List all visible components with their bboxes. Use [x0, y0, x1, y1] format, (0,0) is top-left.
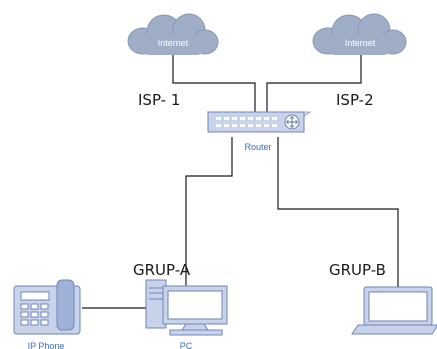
link-cloud-left-router	[172, 55, 256, 112]
ip-phone-label: IP Phone	[28, 341, 65, 349]
link-cloud-right-router	[266, 55, 362, 112]
connection-lines	[82, 55, 399, 309]
router-icon	[206, 111, 312, 133]
router-label: Router	[244, 142, 271, 152]
link-router-pc	[185, 137, 233, 288]
link-router-laptop	[277, 137, 399, 287]
pc-label: PC	[180, 341, 193, 349]
grup-b-label: GRUP-B	[329, 261, 386, 279]
laptop-icon	[351, 286, 437, 335]
cloud-icon	[312, 13, 407, 55]
isp1-label: ISP- 1	[138, 91, 180, 109]
isp2-label: ISP-2	[336, 91, 374, 109]
internet-left-label: Internet	[158, 38, 189, 48]
grup-a-label: GRUP-A	[133, 261, 191, 279]
ip-phone-icon	[13, 279, 81, 335]
cloud-icon	[127, 13, 219, 55]
pc-icon	[145, 279, 228, 336]
internet-right-label: Internet	[345, 38, 376, 48]
